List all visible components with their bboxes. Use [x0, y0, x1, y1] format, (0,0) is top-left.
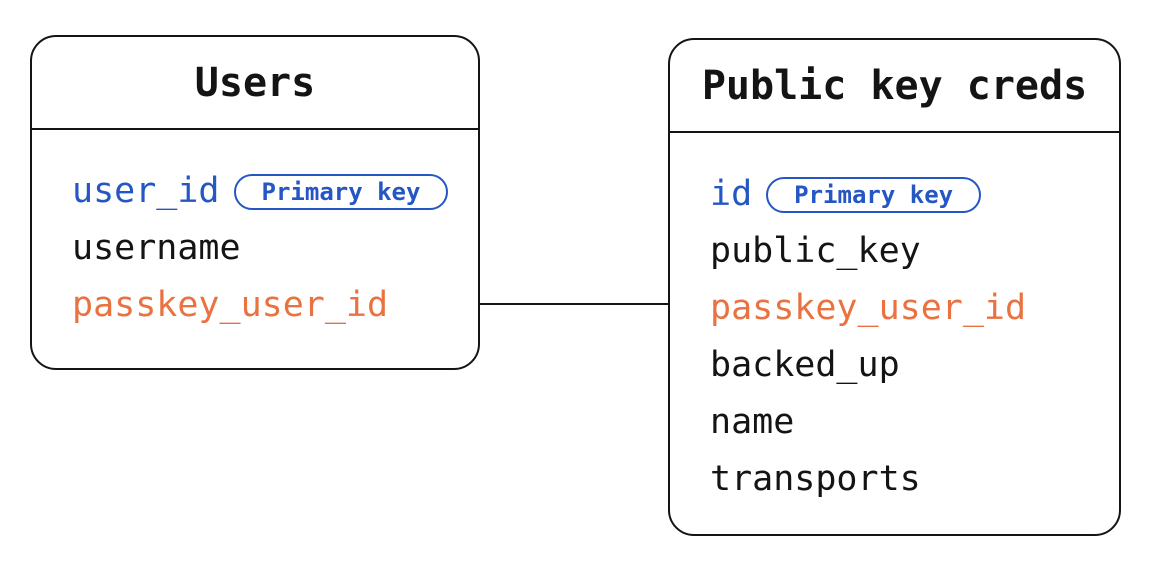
- field-name: public_key: [710, 231, 921, 271]
- table-header: Public key creds: [670, 40, 1119, 133]
- table-title: Public key creds: [701, 62, 1088, 109]
- table-title: Users: [194, 59, 316, 106]
- table-header: Users: [32, 37, 478, 130]
- field-row-public_key[interactable]: public_key: [710, 223, 1119, 280]
- field-row-user_id[interactable]: user_id Primary key: [72, 163, 478, 220]
- field-name: passkey_user_id: [72, 285, 389, 325]
- field-name: username: [72, 228, 241, 268]
- relationship-line[interactable]: [478, 303, 670, 305]
- field-row-username[interactable]: username: [72, 220, 478, 277]
- field-row-passkey_user_id[interactable]: passkey_user_id: [72, 277, 478, 334]
- primary-key-badge: Primary key: [233, 173, 449, 210]
- field-row-backed_up[interactable]: backed_up: [710, 337, 1119, 394]
- field-name: id: [710, 174, 753, 214]
- primary-key-badge: Primary key: [766, 176, 982, 213]
- field-row-id[interactable]: id Primary key: [710, 166, 1119, 223]
- table-card-users[interactable]: Users user_id Primary key username passkey_…: [30, 35, 480, 370]
- field-row-transports[interactable]: transports: [710, 451, 1119, 508]
- field-row-passkey_user_id[interactable]: passkey_user_id: [710, 280, 1119, 337]
- field-list: user_id Primary key username passkey_user_i…: [32, 130, 478, 334]
- field-name: name: [710, 402, 795, 442]
- field-row-name[interactable]: name: [710, 394, 1119, 451]
- table-card-public-key-creds[interactable]: Public key creds id Primary key public_key…: [668, 38, 1121, 536]
- field-name: transports: [710, 459, 921, 499]
- field-name: passkey_user_id: [710, 288, 1027, 328]
- field-name: user_id: [72, 171, 220, 211]
- field-name: backed_up: [710, 345, 900, 385]
